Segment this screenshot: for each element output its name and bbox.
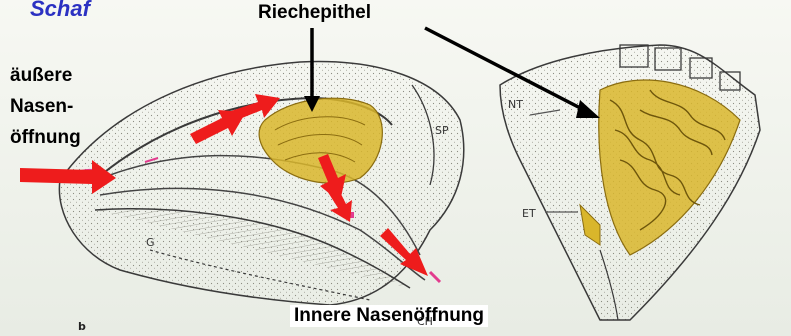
label-sp: SP xyxy=(435,124,449,137)
label-b: b xyxy=(78,320,86,333)
figure-title: Schaf xyxy=(30,0,90,22)
label-outer-nostril-line2: Nasen- xyxy=(10,91,81,122)
label-outer-nostril-line1: äußere xyxy=(10,60,81,91)
choana-marker xyxy=(430,272,440,282)
label-outer-nostril: äußere Nasen- öffnung xyxy=(10,60,81,153)
label-nt: NT xyxy=(508,98,523,111)
label-g: G xyxy=(146,236,155,249)
label-et: ET xyxy=(522,207,536,220)
label-inner-nostril: Innere Nasenöffnung xyxy=(290,305,488,327)
label-outer-nostril-line3: öffnung xyxy=(10,122,81,153)
label-olfactory-epithelium: Riechepithel xyxy=(258,2,371,24)
ethmoturbinate-region xyxy=(599,80,740,255)
label-ch: CH xyxy=(417,315,433,328)
